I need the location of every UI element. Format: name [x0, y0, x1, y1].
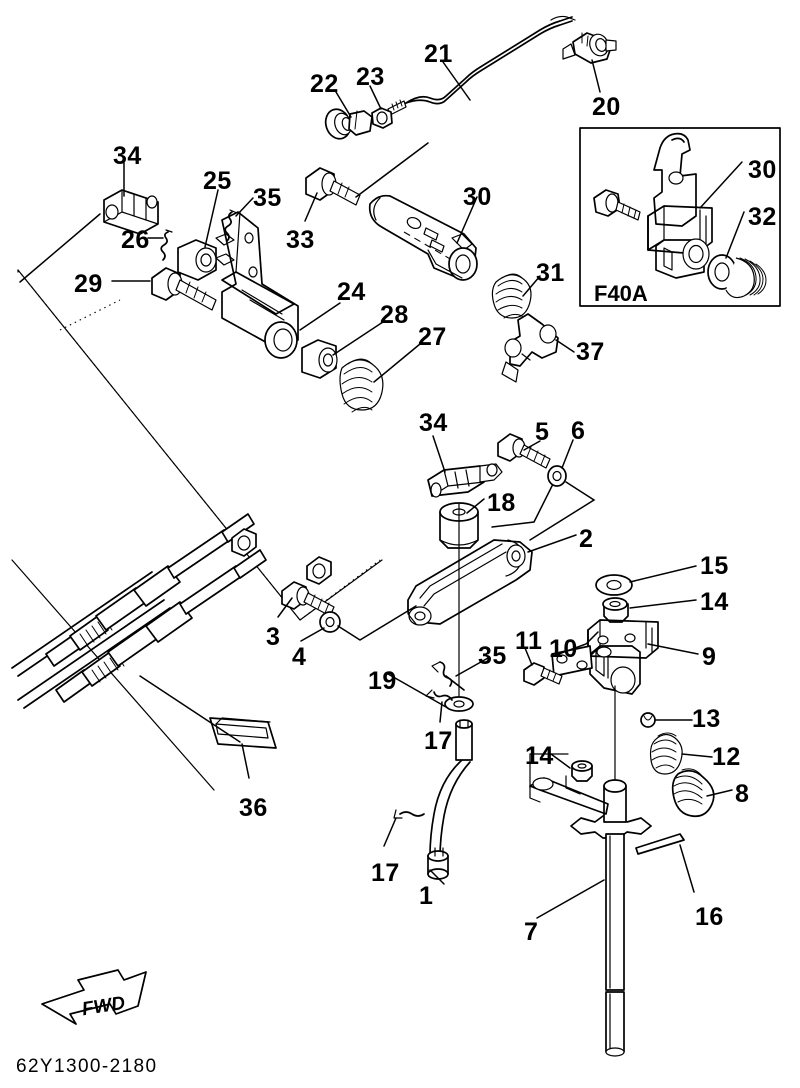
- part-5-bolt: [497, 433, 551, 469]
- group-shift-shaft: [383, 657, 695, 1057]
- callout-26: 26: [121, 226, 150, 254]
- callout-29: 29: [74, 270, 103, 298]
- callout-25: 25: [203, 167, 232, 195]
- callout-30: 30: [748, 156, 777, 184]
- part-28-collar: [301, 339, 338, 379]
- part-13-ball: [640, 712, 656, 728]
- part-3-bolt: [281, 581, 335, 617]
- part-37-lever: [501, 313, 559, 383]
- callout-27: 27: [418, 323, 447, 351]
- inset-model-label: F40A: [594, 281, 648, 306]
- part-22-joint: [324, 108, 373, 140]
- part-19-washer: [444, 696, 474, 712]
- part-34-clevis-b: [427, 463, 503, 498]
- callout-32: 32: [748, 203, 777, 231]
- callout-12: 12: [712, 743, 741, 771]
- callout-8: 8: [735, 780, 750, 808]
- part-26-clip: [160, 229, 173, 261]
- part-16-pin: [635, 833, 685, 855]
- callout-11: 11: [515, 627, 543, 655]
- part-11-bolt: [523, 662, 563, 686]
- link-arm: [529, 775, 609, 815]
- callout-9: 9: [702, 643, 717, 671]
- callout-23: 23: [356, 63, 385, 91]
- callout-35: 35: [253, 184, 282, 212]
- group-throttle-cam: [301, 142, 575, 413]
- callout-17: 17: [371, 859, 400, 887]
- callout-13: 13: [692, 705, 721, 733]
- part-20-fitting: [562, 32, 617, 64]
- callout-10: 10: [549, 635, 578, 663]
- part-12-spring: [649, 732, 683, 775]
- part-29-bolt: [151, 267, 217, 311]
- callout-35: 35: [478, 642, 507, 670]
- part-27-spring: [339, 358, 384, 413]
- part-14-bushing-a: [602, 597, 629, 623]
- part-34-clevis-a: [103, 189, 159, 235]
- callout-33: 33: [286, 226, 315, 254]
- callout-21: 21: [424, 40, 453, 68]
- callout-14: 14: [700, 588, 729, 616]
- part-8-plunger: [671, 768, 715, 818]
- part-17-clip-b: [393, 809, 425, 819]
- part-4-washer-a: [319, 611, 341, 633]
- part-25-bushing: [177, 239, 217, 281]
- callout-31: 31: [536, 259, 565, 287]
- callout-18: 18: [487, 489, 516, 517]
- part-35-clip-b: [431, 661, 465, 691]
- part-17-clip-a: [425, 689, 453, 701]
- callout-20: 20: [592, 93, 621, 121]
- group-throttle-rod: [324, 15, 617, 140]
- callout-34: 34: [113, 142, 142, 170]
- callout-5: 5: [535, 418, 550, 446]
- sheet-part-number: 62Y1300-2180: [16, 1056, 158, 1077]
- callout-30: 30: [463, 183, 492, 211]
- fwd-arrow: [41, 969, 147, 1025]
- group-upper-left: [19, 162, 361, 359]
- callout-4: 4: [292, 643, 307, 671]
- callout-36: 36: [239, 794, 268, 822]
- callout-2: 2: [579, 525, 594, 553]
- callout-22: 22: [310, 70, 339, 98]
- callout-6: 6: [571, 417, 586, 445]
- callout-19: 19: [368, 667, 397, 695]
- callout-24: 24: [337, 278, 366, 306]
- callout-37: 37: [576, 338, 605, 366]
- callout-15: 15: [700, 552, 729, 580]
- callout-17: 17: [424, 727, 453, 755]
- callout-1: 1: [419, 882, 434, 910]
- part-9-bracket: [587, 619, 659, 695]
- inset-f40a: [579, 127, 781, 307]
- part-23-nut: [371, 107, 393, 129]
- part-6-washer: [547, 465, 567, 487]
- part-31-spring: [491, 273, 532, 319]
- part-24-bracket: [215, 211, 299, 359]
- callout-7: 7: [524, 918, 539, 946]
- part-2-shift-arm: [407, 539, 533, 626]
- callout-16: 16: [695, 903, 724, 931]
- callout-28: 28: [380, 301, 409, 329]
- part-1-shift-rod: [427, 719, 473, 880]
- callout-3: 3: [266, 623, 281, 651]
- part-33-bolt: [305, 167, 361, 206]
- part-14-bushing-b: [571, 760, 593, 782]
- part-15-washer: [595, 574, 633, 596]
- callout-34: 34: [419, 409, 448, 437]
- group-shift-bracket: [523, 565, 733, 818]
- callout-14: 14: [525, 742, 554, 770]
- group-cables: [11, 513, 332, 779]
- part-36-clamp-plate: [209, 717, 277, 749]
